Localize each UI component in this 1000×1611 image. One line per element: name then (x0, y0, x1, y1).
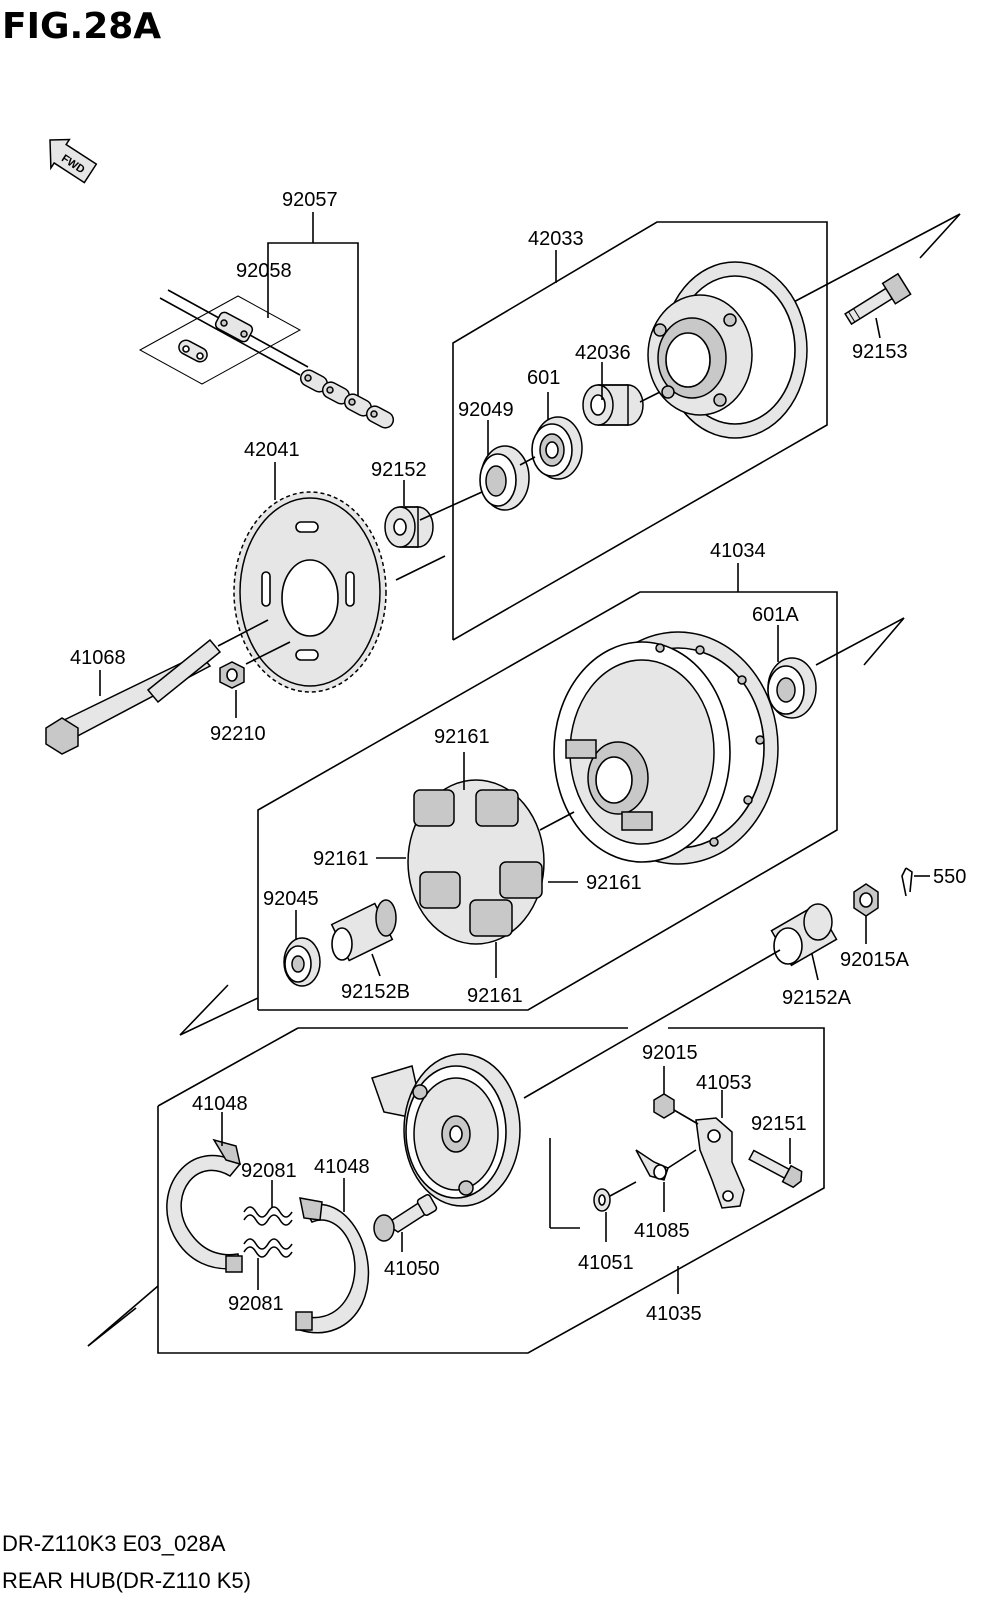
cotter-pin-550-icon (901, 867, 913, 897)
axle-41068-icon (45, 638, 222, 755)
label-92015a: 92015A (840, 949, 910, 971)
spacer-92152b-icon (330, 899, 397, 962)
label-601: 601 (527, 367, 560, 389)
master-link-icon (214, 311, 254, 343)
brake-shoe-right-icon (295, 1197, 370, 1334)
brake-panel-icon (371, 1053, 521, 1207)
rear-sprocket-icon (233, 491, 387, 693)
drive-chain-icon (299, 369, 395, 429)
nut-92015a-icon (853, 883, 879, 917)
label-92081-bottom: 92081 (228, 1293, 284, 1315)
bolt-92151-icon (748, 1149, 803, 1189)
label-42033: 42033 (528, 228, 584, 250)
label-92152b: 92152B (341, 981, 410, 1003)
label-41050: 41050 (384, 1258, 440, 1280)
sprocket-drum-icon (647, 261, 808, 439)
spring-92081-bottom-icon (243, 1238, 293, 1258)
bolt-92153-icon (844, 272, 912, 326)
spacer-92152a-icon (770, 903, 838, 967)
sprocket-drum-group: 42033 42036 601 92049 92153 92152 (371, 213, 961, 641)
label-92210: 92210 (210, 723, 266, 745)
spacer-42036-icon (582, 384, 644, 426)
label-601a: 601A (752, 604, 799, 626)
label-92152: 92152 (371, 459, 427, 481)
label-92161-left: 92161 (313, 848, 369, 870)
cam-lever-41053-icon (695, 1117, 745, 1209)
fwd-arrow-icon: FWD (49, 138, 98, 184)
label-92057: 92057 (282, 189, 338, 211)
spacer-92152-icon (384, 506, 434, 548)
brake-panel-group: 41048 92081 41048 92081 41050 92015 4105… (87, 1027, 825, 1354)
wear-indicator-41085-icon (635, 1149, 669, 1181)
washer-41051-icon (593, 1188, 611, 1212)
label-92045: 92045 (263, 888, 319, 910)
brake-shoe-left-icon (166, 1138, 243, 1273)
drive-chain-group: 92057 92058 (138, 189, 395, 429)
bearing-92045-icon (283, 937, 321, 987)
brake-cam-41050-icon (373, 1194, 438, 1242)
bearing-601-icon (531, 416, 583, 480)
label-41068: 41068 (70, 647, 126, 669)
label-41085: 41085 (634, 1220, 690, 1242)
label-92049: 92049 (458, 399, 514, 421)
label-92151: 92151 (751, 1113, 807, 1135)
rear-hub-group: 41034 601A 92161 92161 92161 92161 92045… (179, 540, 905, 1036)
label-42041: 42041 (244, 439, 300, 461)
label-92058: 92058 (236, 260, 292, 282)
label-92152a: 92152A (782, 987, 852, 1009)
chain-link-plate-icon (178, 339, 208, 363)
label-41034: 41034 (710, 540, 766, 562)
bearing-601a-icon (767, 657, 817, 719)
label-92015: 92015 (642, 1042, 698, 1064)
footer-model-code: DR-Z110K3 E03_028A (2, 1531, 226, 1556)
label-41035: 41035 (646, 1303, 702, 1325)
label-42036: 42036 (575, 342, 631, 364)
label-41051: 41051 (578, 1252, 634, 1274)
nut-92015-icon (653, 1093, 675, 1119)
label-92161-right: 92161 (586, 872, 642, 894)
figure-title: FIG.28A (2, 6, 161, 47)
label-550: 550 (933, 866, 966, 888)
label-92161-top: 92161 (434, 726, 490, 748)
nut-92210-icon (219, 661, 245, 689)
label-41048-left: 41048 (192, 1093, 248, 1115)
spring-92081-top-icon (243, 1206, 293, 1226)
label-92081-top: 92081 (241, 1160, 297, 1182)
rear-hub-icon (553, 631, 779, 865)
footer-description: REAR HUB(DR-Z110 K5) (2, 1568, 251, 1593)
label-41048-right: 41048 (314, 1156, 370, 1178)
label-92161-bottom: 92161 (467, 985, 523, 1007)
label-41053: 41053 (696, 1072, 752, 1094)
label-92153: 92153 (852, 341, 908, 363)
oil-seal-92049-icon (479, 445, 530, 511)
damper-92161-icon (407, 779, 545, 945)
